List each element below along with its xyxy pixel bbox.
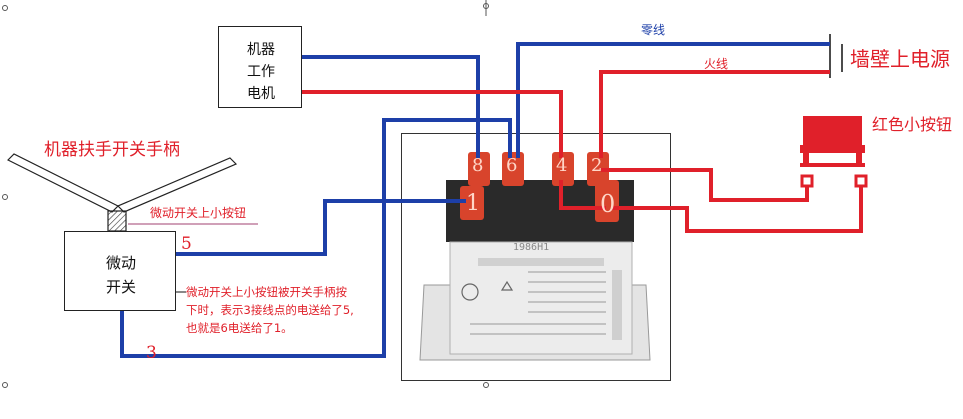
neutral-main-to-pin6 [516,42,830,158]
relay-pin-8: 8 [472,155,484,176]
red-button-icon [800,116,868,188]
terminal-3-label: 3 [146,343,157,363]
wall-power-label: 墙壁上电源 [850,47,950,71]
micro-switch-box: 微动 开关 [64,231,176,311]
pin2-to-button-left [601,168,809,202]
relay-pin-6: 6 [506,155,518,176]
live-main-to-pin2 [599,70,830,158]
motor-box: 机器 工作 电机 [218,26,302,108]
motor-label-line-1: 机器 [247,42,275,58]
motor-label-line-3: 电机 [247,86,275,102]
note-line-1: 微动开关上小按钮被开关手柄按 [186,285,347,299]
pin6-to-switch-3 [120,118,512,358]
relay-pin-1: 1 [466,191,480,216]
switch-5-to-pin1 [176,199,466,256]
motor-to-pin8 [302,55,480,158]
neutral-wire-label: 零线 [641,23,666,37]
red-button-label: 红色小按钮 [872,115,953,134]
switch-label-line-2: 开关 [105,278,136,296]
note-line-2: 下时，表示3接线点的电送给了5, [186,303,354,317]
terminal-5-label: 5 [181,234,192,254]
relay-pin-2: 2 [591,155,603,176]
relay-pin-0: 0 [600,190,616,218]
handle-label: 机器扶手开关手柄 [44,140,180,160]
svg-text:1986H1: 1986H1 [513,242,549,253]
pin4-to-pin0-link [559,180,606,210]
motor-label-line-2: 工作 [247,64,275,80]
neutral-wires [120,42,830,358]
handle-icon [6,153,238,232]
micro-button-label: 微动开关上小按钮 [150,206,247,220]
live-wire-label: 火线 [704,57,729,71]
live-wires [302,70,863,233]
relay: 1986H1 [419,152,651,361]
note-line-3: 也就是6电送给了1。 [186,321,293,335]
motor-to-pin4 [302,90,563,158]
relay-pin-4: 4 [556,155,568,176]
pin0-to-button-right [612,186,863,233]
switch-label-line-1: 微动 [105,254,136,272]
